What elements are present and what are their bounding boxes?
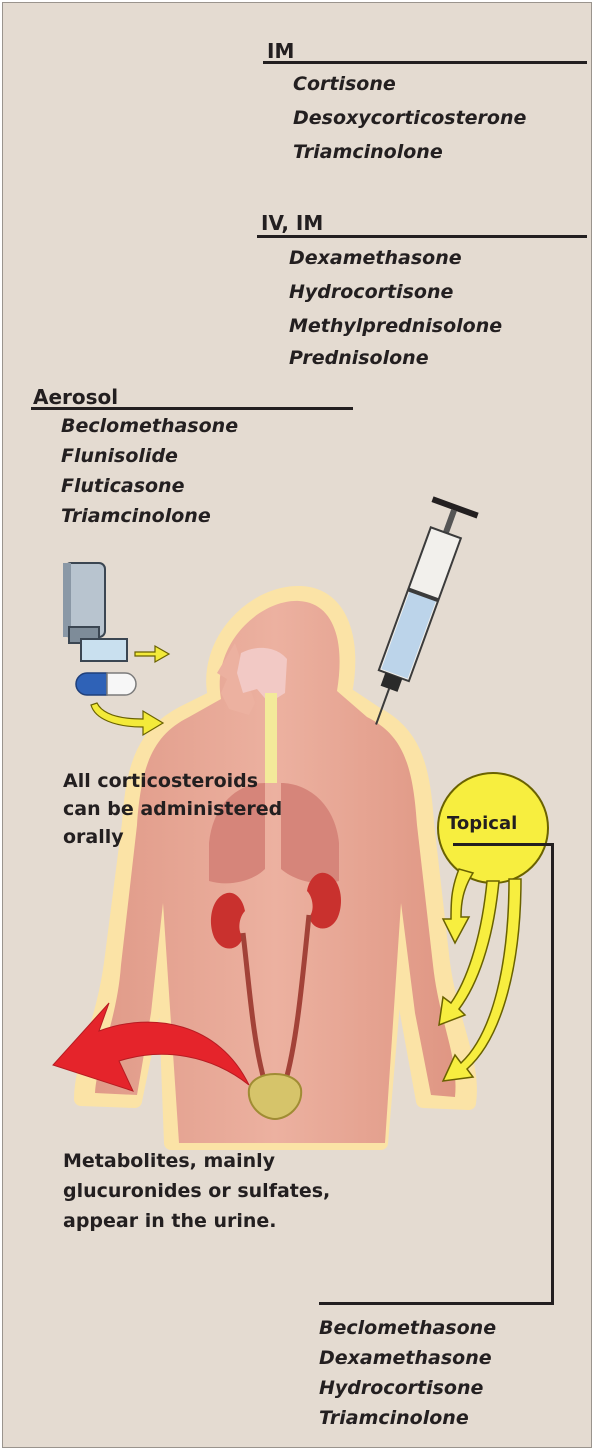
im-drug-item: Triamcinolone [293,137,443,167]
aerosol-header: Aerosol [33,385,118,409]
topical-drug-item: Hydrocortisone [319,1373,483,1403]
aerosol-rule [31,407,353,410]
topical-rule-vertical [551,843,554,1305]
iv-im-drug-item: Hydrocortisone [289,277,453,307]
aerosol-drug-item: Triamcinolone [61,501,211,531]
oral-note-line: All corticosteroids [63,767,258,795]
iv-im-drug-item: Methylprednisolone [289,311,502,341]
excretion-note-line: appear in the urine. [63,1207,277,1235]
iv-im-header: IV, IM [261,211,323,235]
aerosol-drug-item: Beclomethasone [61,411,238,441]
im-header: IM [267,39,294,63]
topical-drug-item: Dexamethasone [319,1343,492,1373]
topical-rule-bottom [319,1302,554,1305]
im-drug-item: Cortisone [293,69,396,99]
topical-drug-item: Triamcinolone [319,1403,469,1433]
topical-label: Topical [447,813,517,834]
oral-note-line: orally [63,823,124,851]
inhaler-icon [63,563,127,661]
iv-im-drug-item: Dexamethasone [289,243,462,273]
iv-im-rule [257,235,587,238]
topical-drug-item: Beclomethasone [319,1313,496,1343]
topical-rule-horizontal [453,843,553,846]
syringe-icon [354,496,479,732]
capsule-icon [76,673,136,695]
im-rule [263,61,587,64]
aerosol-drug-item: Fluticasone [61,471,184,501]
excretion-note-line: Metabolites, mainly [63,1147,275,1175]
aerosol-drug-item: Flunisolide [61,441,178,471]
iv-im-drug-item: Prednisolone [289,343,429,373]
excretion-note-line: glucuronides or sulfates, [63,1177,330,1205]
oral-note-line: can be administered [63,795,282,823]
im-drug-item: Desoxycorticosterone [293,103,526,133]
